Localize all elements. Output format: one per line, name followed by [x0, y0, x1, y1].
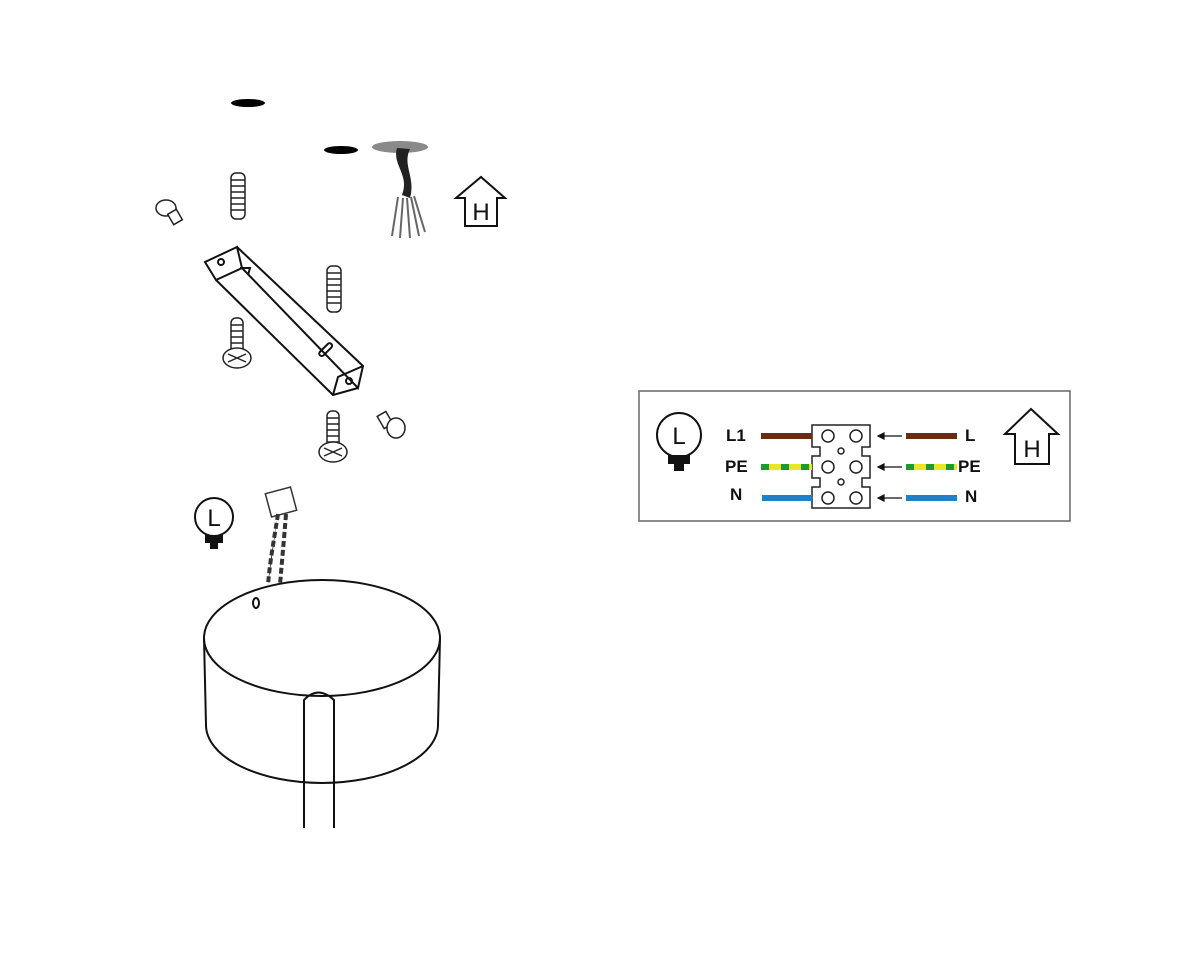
house-wire-label: PE — [958, 457, 981, 476]
mounting-bracket — [203, 245, 365, 397]
drill-hole — [231, 99, 265, 107]
wire-row-earth: PE PE — [725, 457, 981, 476]
arrow-icon — [876, 494, 902, 502]
house-icon: H — [453, 175, 508, 227]
ceiling-cable — [372, 141, 428, 239]
screw — [230, 172, 246, 220]
lamp-wire-label: L1 — [726, 426, 746, 445]
small-screw — [155, 199, 184, 226]
house-icon-letter: H — [1023, 436, 1040, 463]
wire-row-neutral: N N — [730, 485, 977, 506]
drill-hole — [324, 146, 358, 154]
arrow-icon — [876, 432, 902, 440]
house-wire-label: N — [965, 487, 977, 506]
house-icon-letter: H — [472, 199, 489, 226]
house-wire-label: L — [965, 426, 975, 445]
small-screw — [376, 410, 406, 439]
arrow-icon — [876, 463, 902, 471]
lamp-terminal-block — [264, 486, 298, 586]
wire-row-live: L1 L — [726, 426, 975, 445]
ceiling-canopy — [203, 579, 441, 828]
screw — [222, 317, 252, 369]
screw — [318, 410, 348, 463]
lamp-wire-label: N — [730, 485, 742, 504]
house-icon: H — [1002, 407, 1061, 465]
lamp-icon-letter: L — [672, 423, 685, 450]
wiring-diagram: L H L1 L PE PE — [638, 390, 1071, 522]
lamp-wire-label: PE — [725, 457, 748, 476]
lamp-icon-letter: L — [207, 505, 220, 532]
screw — [326, 265, 342, 313]
terminal-block — [811, 424, 871, 509]
lamp-icon: L — [194, 497, 234, 549]
lamp-icon: L — [656, 412, 702, 471]
